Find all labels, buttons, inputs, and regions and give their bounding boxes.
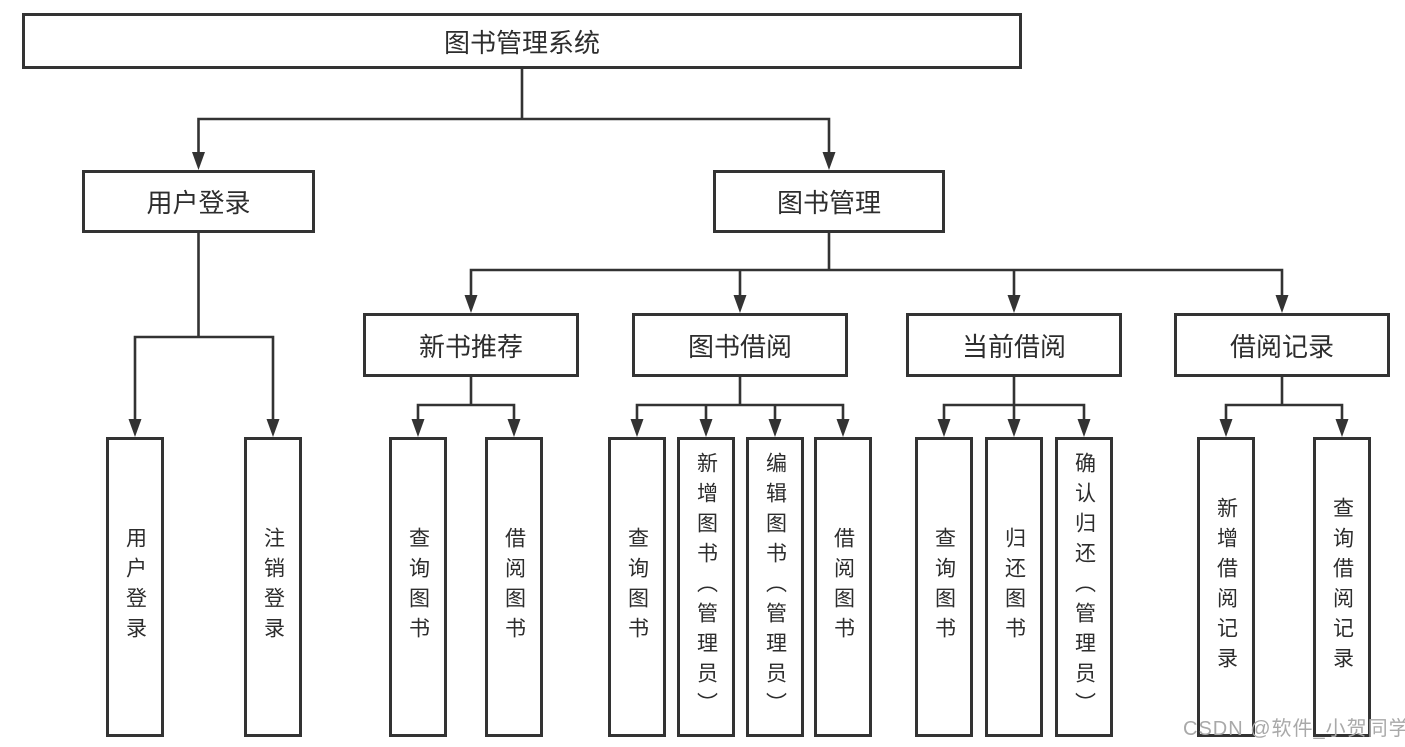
csdn-watermark: CSDN @软件_小贺同学 <box>1183 718 1405 740</box>
connector-root-to-level2 <box>192 67 836 170</box>
node-current-borrowing: 当前借阅 <box>906 313 1122 377</box>
arrow-down-icon <box>1275 295 1289 313</box>
connector-borrowing-records-to-leaves <box>1219 375 1349 437</box>
arrow-down-icon <box>128 419 142 437</box>
arrow-down-icon <box>1007 419 1021 437</box>
leaf-label: 查询图书 <box>625 527 649 647</box>
leaf-query-books-current: 查询图书 <box>915 437 973 737</box>
arrow-down-icon <box>733 295 747 313</box>
leaf-borrow-books-recommend: 借阅图书 <box>485 437 543 737</box>
node-label: 用户登录 <box>146 188 251 218</box>
connector-new-book-recommendation-to-leaves <box>411 375 521 437</box>
leaf-edit-book-admin: 编辑图书（管理员） <box>746 437 804 737</box>
node-library-management-system: 图书管理系统 <box>22 13 1022 69</box>
arrow-down-icon <box>266 419 280 437</box>
leaf-label: 注销登录 <box>261 527 285 647</box>
arrow-down-icon <box>1007 295 1021 313</box>
node-book-management: 图书管理 <box>713 170 945 233</box>
leaf-borrow-books: 借阅图书 <box>814 437 872 737</box>
leaf-label: 新增借阅记录 <box>1214 497 1238 677</box>
leaf-label: 新增图书（管理员） <box>694 452 718 722</box>
arrow-down-icon <box>1077 419 1091 437</box>
node-label: 借阅记录 <box>1229 331 1334 362</box>
node-label: 当前借阅 <box>961 331 1066 362</box>
leaf-label: 借阅图书 <box>502 527 526 647</box>
leaf-user-login: 用户登录 <box>106 437 164 737</box>
connector-book-borrowing-to-leaves <box>630 375 850 437</box>
leaf-label: 确认归还（管理员） <box>1072 452 1096 722</box>
arrow-down-icon <box>192 152 205 170</box>
node-borrowing-records: 借阅记录 <box>1174 313 1390 377</box>
leaf-label: 查询图书 <box>932 527 956 647</box>
node-label: 图书借阅 <box>687 331 792 362</box>
leaf-query-books-borrowing: 查询图书 <box>608 437 666 737</box>
leaf-confirm-return-admin: 确认归还（管理员） <box>1055 437 1113 737</box>
node-user-login: 用户登录 <box>82 170 315 233</box>
arrow-down-icon <box>822 152 836 170</box>
arrow-down-icon <box>464 295 478 313</box>
arrow-down-icon <box>699 419 713 437</box>
leaf-query-borrow-record: 查询借阅记录 <box>1313 437 1371 737</box>
leaf-label: 归还图书 <box>1002 527 1026 647</box>
arrow-down-icon <box>630 419 644 437</box>
leaf-label: 用户登录 <box>123 527 147 647</box>
leaf-query-books-recommend: 查询图书 <box>389 437 447 737</box>
arrow-down-icon <box>1219 419 1233 437</box>
arrow-down-icon <box>836 419 850 437</box>
node-label: 图书管理 <box>776 188 881 218</box>
connector-user-login-to-leaves <box>128 231 280 437</box>
leaf-return-books: 归还图书 <box>985 437 1043 737</box>
leaf-label: 借阅图书 <box>831 527 855 647</box>
leaf-label: 查询图书 <box>406 527 430 647</box>
arrow-down-icon <box>768 419 782 437</box>
leaf-add-borrow-record: 新增借阅记录 <box>1197 437 1255 737</box>
arrow-down-icon <box>937 419 951 437</box>
leaf-logout: 注销登录 <box>244 437 302 737</box>
arrow-down-icon <box>507 419 521 437</box>
arrow-down-icon <box>411 419 425 437</box>
node-book-borrowing: 图书借阅 <box>632 313 848 377</box>
leaf-label: 查询借阅记录 <box>1330 497 1354 677</box>
leaf-add-book-admin: 新增图书（管理员） <box>677 437 735 737</box>
node-new-book-recommendation: 新书推荐 <box>363 313 579 377</box>
arrow-down-icon <box>1335 419 1349 437</box>
connector-book-management-to-level3 <box>464 231 1289 313</box>
node-label: 新书推荐 <box>418 331 523 362</box>
node-label: 图书管理系统 <box>443 27 600 58</box>
leaf-label: 编辑图书（管理员） <box>763 452 787 722</box>
connector-current-borrowing-to-leaves <box>937 375 1091 437</box>
